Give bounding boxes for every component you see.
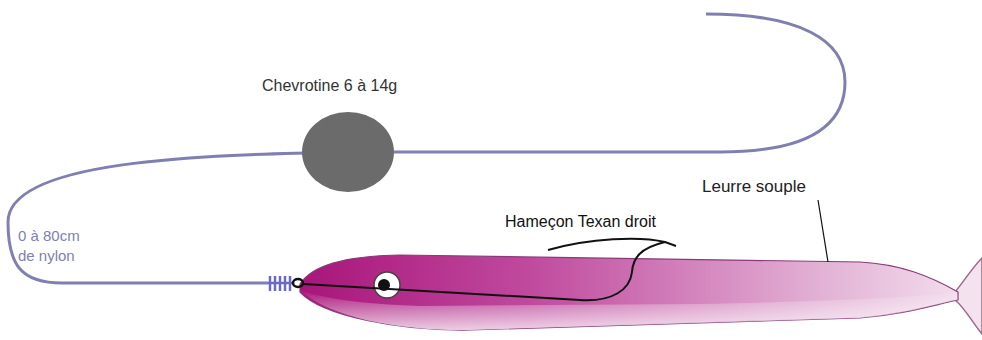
soft-lure [300, 255, 958, 330]
sinker-label: Chevrotine 6 à 14g [262, 76, 397, 97]
leader-label: 0 à 80cm de nylon [18, 226, 92, 265]
fishing-line [348, 14, 845, 152]
nylon-leader [8, 152, 348, 283]
lure-label: Leurre souple [702, 176, 806, 198]
hook-point [548, 239, 676, 250]
knot [268, 276, 294, 291]
lure-belly [300, 290, 958, 330]
hook-shank [303, 242, 665, 300]
leader-line [818, 200, 828, 262]
sinker [302, 112, 394, 192]
lure-tail [955, 258, 982, 334]
hook-label: Hameçon Texan droit [505, 212, 656, 233]
hook-eye [293, 279, 303, 287]
lure-eye [374, 272, 400, 298]
